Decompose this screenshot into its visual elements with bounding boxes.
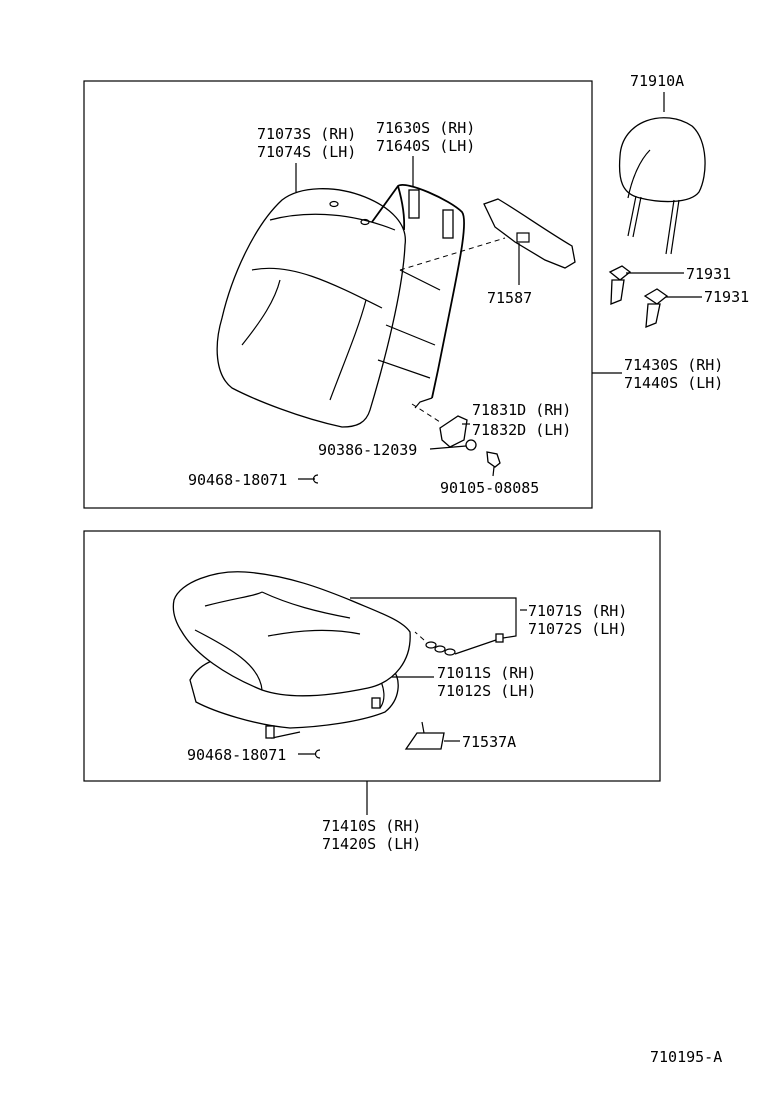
label-71630S-rh: 71630S (RH) xyxy=(376,119,475,137)
label-71420S-lh: 71420S (LH) xyxy=(322,835,421,853)
cushion-cover-illustration xyxy=(172,571,411,697)
label-71430S-rh: 71430S (RH) xyxy=(624,356,723,374)
label-71410S-rh: 71410S (RH) xyxy=(322,817,421,835)
hinge-cover-illustration xyxy=(411,403,468,448)
cushion-group-frame xyxy=(83,530,661,782)
label-71587: 71587 xyxy=(487,289,532,307)
label-71832D-lh: 71832D (LH) xyxy=(472,421,571,439)
label-90386-12039: 90386-12039 xyxy=(318,441,417,459)
label-90468-18071-cushion: 90468-18071 xyxy=(187,746,286,764)
label-71071S-rh: 71071S (RH) xyxy=(528,602,627,620)
label-71537A: 71537A xyxy=(462,733,516,751)
label-71072S-lh: 71072S (LH) xyxy=(528,620,627,638)
label-90105-08085: 90105-08085 xyxy=(440,479,539,497)
label-71073S-rh: 71073S (RH) xyxy=(257,125,356,143)
seatback-frame-illustration xyxy=(371,184,506,409)
label-71074S-lh: 71074S (LH) xyxy=(257,143,356,161)
hog-ring-cushion-illustration xyxy=(314,749,321,759)
seatback-cover-illustration xyxy=(216,188,406,428)
seatback-group-frame xyxy=(83,80,593,509)
headrest-support-1-illustration xyxy=(608,265,632,305)
bracket-illustration xyxy=(404,721,445,750)
label-71931-upper: 71931 xyxy=(686,265,731,283)
label-71910A: 71910A xyxy=(630,72,684,90)
diagram-id: 710195-A xyxy=(650,1048,722,1066)
label-71440S-lh: 71440S (LH) xyxy=(624,374,723,392)
label-90468-18071-back: 90468-18071 xyxy=(188,471,287,489)
nut-illustration xyxy=(465,439,477,451)
label-71831D-rh: 71831D (RH) xyxy=(472,401,571,419)
label-71011S-rh: 71011S (RH) xyxy=(437,664,536,682)
back-board-illustration xyxy=(483,198,576,269)
bolt-illustration xyxy=(486,451,501,477)
cushion-fastener-illustration xyxy=(414,631,504,656)
headrest-illustration xyxy=(618,117,706,255)
label-71012S-lh: 71012S (LH) xyxy=(437,682,536,700)
label-71640S-lh: 71640S (LH) xyxy=(376,137,475,155)
headrest-support-2-illustration xyxy=(643,288,669,328)
label-71931-lower: 71931 xyxy=(704,288,749,306)
